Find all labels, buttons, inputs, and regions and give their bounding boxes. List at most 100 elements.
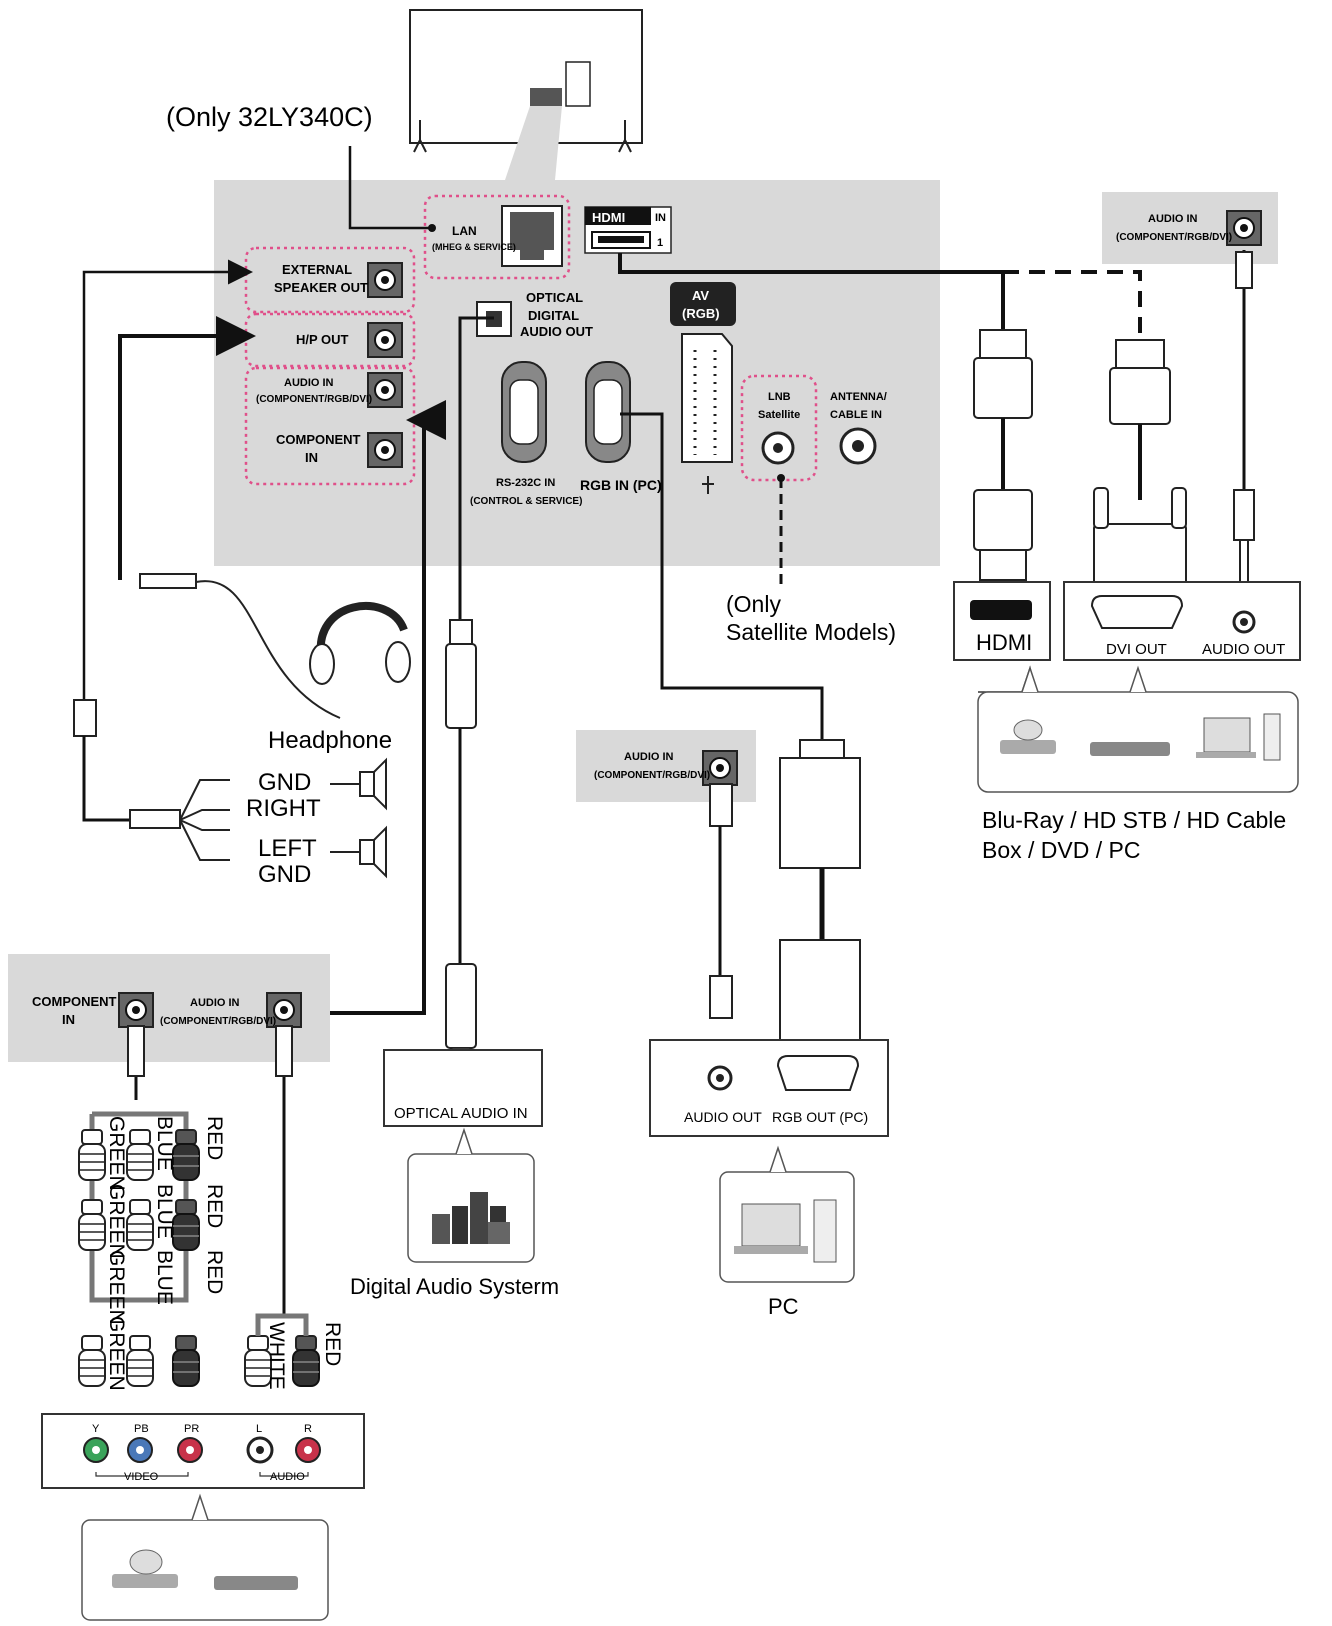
pb-label: PB — [134, 1423, 149, 1435]
blue-label-2: BLUE — [153, 1184, 176, 1239]
pc-audio-in-label-1: AUDIO IN — [624, 751, 674, 763]
lnb-label-1: LNB — [768, 391, 791, 403]
jack-pb-icon — [127, 1437, 153, 1463]
right-audio-in-label-1: AUDIO IN — [1148, 213, 1198, 225]
lan-sub-label: (MHEG & SERVICE) — [432, 242, 516, 252]
rs232-label-2: (CONTROL & SERVICE) — [470, 496, 582, 507]
pr-label: PR — [184, 1423, 199, 1435]
stb-icon — [1090, 742, 1170, 756]
bluray-label-2: Box / DVD / PC — [982, 837, 1140, 863]
bluray-label-1: Blu-Ray / HD STB / HD Cable — [982, 807, 1286, 833]
component-in-label-1: COMPONENT — [276, 432, 361, 447]
only-satellite-label-2: Satellite Models) — [726, 619, 896, 645]
jack-pr-icon — [177, 1437, 203, 1463]
pc-icon — [734, 1199, 837, 1263]
component-in-jack-icon — [367, 432, 403, 468]
hdmi-in-label: IN — [655, 212, 666, 224]
pc-audio-out-label: AUDIO OUT — [684, 1109, 762, 1125]
gnd-label-bottom: GND — [258, 861, 311, 888]
jack-y-icon — [83, 1437, 109, 1463]
green-label-1: GREEN — [105, 1116, 128, 1191]
rgb-in-port-icon — [585, 361, 631, 463]
optical-audio-in-label: OPTICAL AUDIO IN — [394, 1105, 528, 1122]
l-label: L — [256, 1423, 262, 1435]
red-label-3: RED — [203, 1250, 226, 1294]
hp-out-label: H/P OUT — [296, 332, 349, 347]
headphone-icon — [139, 573, 411, 719]
lnb-port-icon — [761, 431, 795, 465]
ext-speaker-label-1: EXTERNAL — [282, 262, 352, 277]
green-label-3: GREEN — [105, 1250, 128, 1325]
optical-label-2: DIGITAL — [528, 308, 579, 323]
red-label-2: RED — [203, 1184, 226, 1228]
audio-in-label-2: (COMPONENT/RGB/DVI) — [256, 394, 372, 405]
comp-audio-in-label-1: AUDIO IN — [190, 997, 240, 1009]
jack-r-icon — [295, 1437, 321, 1463]
speaker-cable-icon — [73, 699, 230, 861]
hdmi-cable-icon — [973, 329, 1033, 581]
blue-label-1: BLUE — [153, 1116, 176, 1171]
lnb-label-2: Satellite — [758, 409, 800, 421]
dvd-player-icon — [112, 1549, 178, 1588]
hdmi-logo: HDMI — [592, 210, 625, 225]
lan-label: LAN — [452, 224, 477, 238]
audio-label: AUDIO — [270, 1471, 305, 1483]
comp-in-label-2: IN — [62, 1012, 75, 1027]
optical-label-1: OPTICAL — [526, 290, 583, 305]
rs232-label-1: RS-232C IN — [496, 477, 555, 489]
headphone-label: Headphone — [268, 727, 392, 754]
pc-audio-in-label-2: (COMPONENT/RGB/DVI) — [594, 770, 710, 781]
jack-l-icon — [246, 1436, 274, 1464]
r-label: R — [304, 1423, 312, 1435]
dvi-cable-icon — [1093, 339, 1187, 597]
speaker-system-icon — [432, 1192, 510, 1244]
green-label-4: GREEN — [105, 1316, 128, 1391]
bluray-player-icon — [1000, 719, 1056, 754]
left-label: LEFT — [258, 835, 317, 862]
only-model-label: (Only 32LY340C) — [166, 102, 373, 132]
av-label-2: (RGB) — [682, 306, 720, 321]
y-label: Y — [92, 1423, 100, 1435]
pc-icon-right — [1196, 713, 1281, 761]
only-satellite-label-1: (Only — [726, 591, 781, 617]
comp-in-label-1: COMPONENT — [32, 994, 117, 1009]
antenna-label-1: ANTENNA/ — [830, 391, 887, 403]
hdmi-port-icon — [584, 206, 672, 254]
audio-out-label: AUDIO OUT — [1202, 641, 1285, 658]
digital-audio-label: Digital Audio Systerm — [350, 1274, 559, 1299]
antenna-port-icon — [839, 427, 877, 465]
video-label: VIDEO — [124, 1471, 159, 1483]
pc-rgb-out-label: RGB OUT (PC) — [772, 1109, 868, 1125]
audio-in-jack-icon — [367, 372, 403, 408]
red-label-1: RED — [203, 1116, 226, 1160]
pc-audio-cable-icon — [709, 783, 733, 1019]
scart-port-icon — [670, 282, 736, 494]
audio-cable-icon — [1233, 251, 1255, 595]
optical-label-3: AUDIO OUT — [520, 324, 593, 339]
gnd-label-top: GND — [258, 769, 311, 796]
blue-label-3: BLUE — [153, 1250, 176, 1305]
external-speaker-jack-icon — [367, 262, 403, 298]
component-in-label-2: IN — [305, 450, 318, 465]
right-label: RIGHT — [246, 795, 321, 822]
hdmi-port-number: 1 — [657, 237, 663, 249]
pc-label: PC — [768, 1294, 799, 1319]
hp-out-jack-icon — [367, 322, 403, 358]
lan-port-icon — [501, 205, 563, 267]
speaker-left-icon — [330, 825, 387, 879]
dvi-out-label: DVI OUT — [1106, 641, 1167, 658]
vga-cable-icon — [779, 739, 861, 1051]
rca-green-1 — [78, 1129, 106, 1181]
rgb-in-pc-label: RGB IN (PC) — [580, 477, 662, 493]
ext-speaker-label-2: SPEAKER OUT — [274, 280, 368, 295]
optical-cable-icon — [445, 619, 477, 1089]
tv-outline — [409, 9, 643, 180]
white-label: WHITE — [265, 1322, 288, 1390]
stb-bottom-icon — [214, 1576, 298, 1590]
right-audio-in-label-2: (COMPONENT/RGB/DVI) — [1116, 232, 1232, 243]
speaker-right-icon — [330, 757, 387, 811]
tv-back-panel — [214, 180, 940, 566]
red-label-audio: RED — [321, 1322, 344, 1366]
rs232-port-icon — [501, 361, 547, 463]
